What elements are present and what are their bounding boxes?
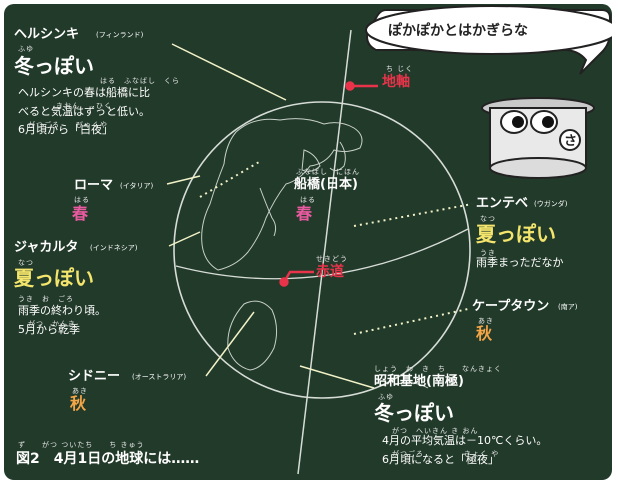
entebbe-name: エンテベ xyxy=(476,196,529,211)
can-logo-mark: さ xyxy=(564,134,577,149)
globe-illustration: さ xyxy=(166,5,612,475)
helsinki-note-line-3: 6月頃から「白夜」 xyxy=(18,123,113,137)
funabashi-season: 春 xyxy=(296,204,313,223)
showa-name: 昭和基地(南極) xyxy=(374,374,464,389)
helsinki-season: 冬っぽい xyxy=(14,54,94,78)
red-pointers xyxy=(279,81,378,287)
showa-ruby: しょう わ き ち なんきょく xyxy=(374,365,502,373)
showa-season: 冬っぽい xyxy=(374,401,454,425)
sydney-name: シドニー xyxy=(68,369,121,384)
entebbe-season: 夏っぽい xyxy=(476,222,556,246)
capetown-season-ruby: あき xyxy=(478,317,494,325)
capetown-name: ケープタウン xyxy=(472,299,550,314)
funabashi-name: 船橋(日本) xyxy=(294,177,358,192)
axis-label: 地軸 xyxy=(382,74,410,90)
rome-country: (イタリア) xyxy=(120,182,154,190)
helsinki-name: ヘルシンキ xyxy=(14,27,80,42)
rome-season: 春 xyxy=(72,204,89,223)
helsinki-season-ruby: ふゆ xyxy=(18,45,34,53)
jakarta-note-ruby-2: がつ かんき xyxy=(28,320,76,328)
helsinki-note-line-2: べると気温はずっと低い。 xyxy=(18,104,150,118)
helsinki-country: (フィンランド) xyxy=(96,31,144,39)
helsinki-note-ruby-3: がつごろ びゃくや xyxy=(28,121,108,129)
showa-note-ruby-2: がつごろ きょく や xyxy=(392,450,500,458)
jakarta-note-line-1: 雨季の終わり頃。 xyxy=(18,304,106,317)
showa-note-ruby-1: がつ へいきん き おん xyxy=(392,427,479,435)
helsinki-note-ruby-2: きおん ひく xyxy=(56,102,112,110)
jakarta-note: 雨季の終わり頃。 5月から乾季 xyxy=(18,302,178,339)
showa-season-ruby: ふゆ xyxy=(378,393,394,401)
helsinki-note-ruby-1: はる ふなばし くら xyxy=(100,77,180,85)
chalkboard: さ ぽかぽかとはかぎらな ヘルシンキ (フィンランド) ふゆ 冬っぽい はる ふ… xyxy=(4,4,612,480)
jakarta-note-ruby-1: うき お ごろ xyxy=(18,295,74,303)
funabashi-season-ruby: はる xyxy=(300,196,316,204)
entebbe-country: (ウガンダ) xyxy=(534,200,568,208)
jakarta-note-line-2: 5月から乾季 xyxy=(18,322,80,336)
figure-caption-ruby: ず がつ ついたち ち きゅう xyxy=(18,441,145,449)
entebbe-note-ruby: うき xyxy=(480,249,496,257)
dotted-leaders xyxy=(199,161,473,335)
speech-bubble-text: ぽかぽかとはかぎらな xyxy=(388,23,528,39)
continents xyxy=(201,118,429,389)
equator-line xyxy=(175,228,469,280)
jakarta-country: (インドネシア) xyxy=(90,244,138,252)
sydney-country: (オーストラリア) xyxy=(132,373,187,381)
sydney-season: 秋 xyxy=(70,394,87,413)
rome-season-ruby: はる xyxy=(74,196,90,204)
capetown-season: 秋 xyxy=(476,324,493,343)
rome-name: ローマ xyxy=(74,178,114,193)
figure-caption: 図2 4月1日の地球には…… xyxy=(16,451,200,467)
solid-leaders xyxy=(166,43,375,389)
sydney-season-ruby: あき xyxy=(72,387,88,395)
earth-axis xyxy=(297,29,352,475)
showa-note: 4月の平均気温は－10℃くらい。 6月頃になると「極夜」 xyxy=(382,432,612,469)
can-mascot-icon xyxy=(481,97,595,179)
showa-note-line-1: 4月の平均気温は－10℃くらい。 xyxy=(382,434,548,447)
showa-note-line-2: 6月頃になると「極夜」 xyxy=(382,452,499,466)
jakarta-season: 夏っぽい xyxy=(14,266,94,290)
jakarta-season-ruby: なつ xyxy=(18,259,34,267)
speech-bubble xyxy=(365,5,612,75)
globe xyxy=(173,101,471,399)
jakarta-name: ジャカルタ xyxy=(14,240,79,255)
equator-label: 赤道 xyxy=(316,264,344,280)
equator-label-ruby: せきどう xyxy=(316,255,348,263)
entebbe-note: 雨季まっただなか xyxy=(476,256,564,269)
entebbe-season-ruby: なつ xyxy=(480,215,496,223)
funabashi-ruby: ふなばし にほん xyxy=(296,168,360,176)
helsinki-note: ヘルシンキの春は船橋に比 べると気温はずっと低い。 6月頃から「白夜」 xyxy=(18,84,218,140)
capetown-country: (南ア) xyxy=(558,303,578,311)
helsinki-note-line-1: ヘルシンキの春は船橋に比 xyxy=(18,86,150,99)
axis-label-ruby: ち じく xyxy=(386,65,414,73)
